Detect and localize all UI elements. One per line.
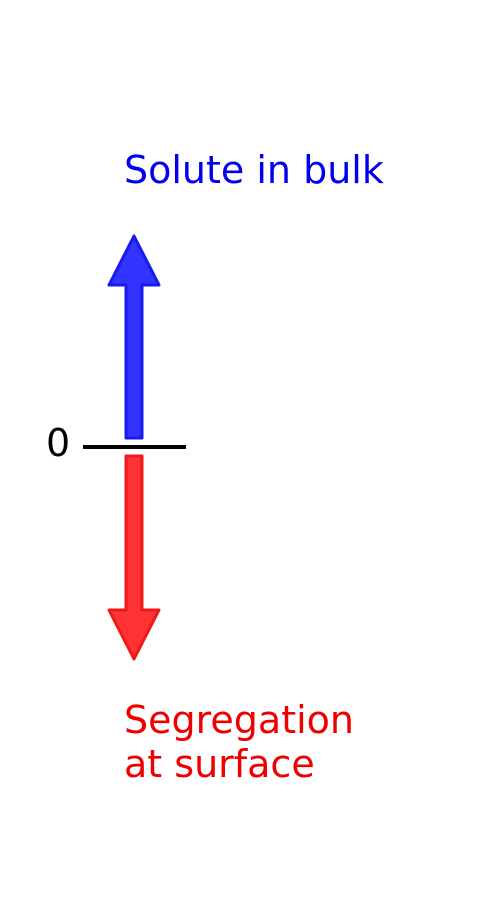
zero-label: 0 <box>46 421 71 465</box>
down-arrow <box>107 454 161 661</box>
segregation-label-line-1: Segregation <box>124 698 354 742</box>
solute-in-bulk-label: Solute in bulk <box>124 148 384 192</box>
up-arrow <box>107 234 161 440</box>
segregation-label-line-2: at surface <box>124 742 315 786</box>
segregation-at-surface-label: Segregation at surface <box>124 698 354 786</box>
